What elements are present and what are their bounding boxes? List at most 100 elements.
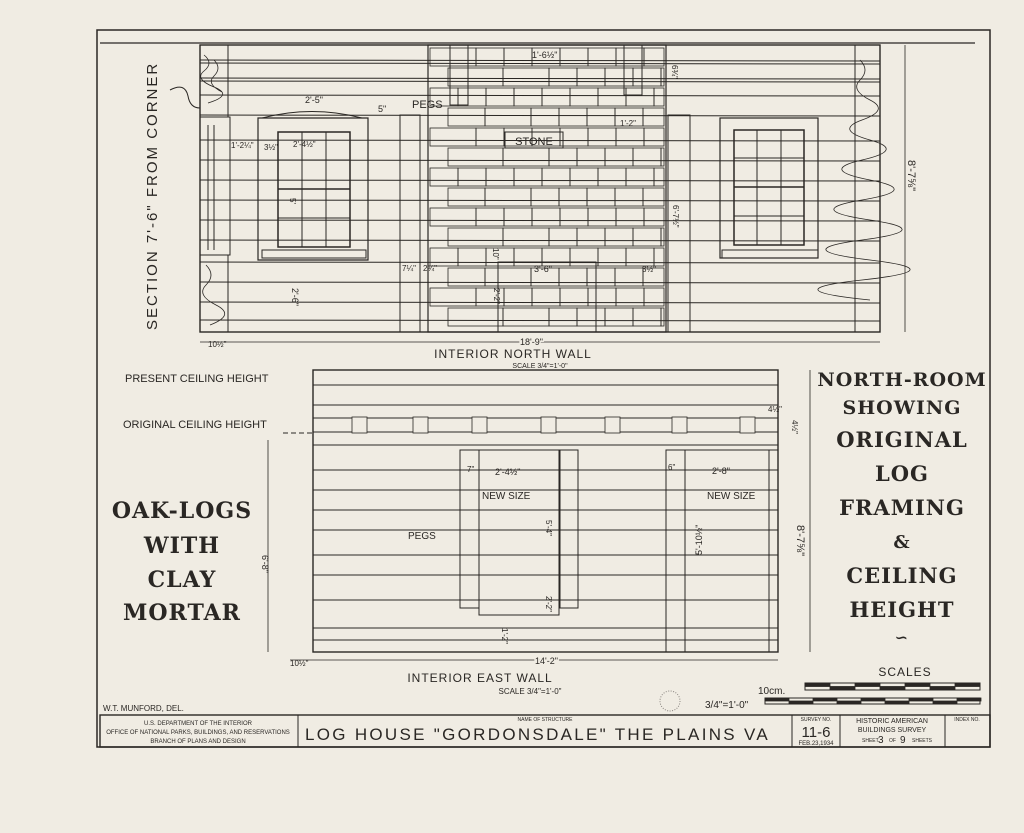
seal-icon — [659, 690, 681, 712]
stone — [558, 267, 588, 287]
stone — [632, 227, 662, 247]
stone — [502, 67, 550, 87]
stone — [559, 127, 589, 147]
stone — [429, 207, 477, 227]
svg-text:CEILING: CEILING — [846, 563, 957, 588]
scale-segment — [932, 700, 958, 705]
dim: 6'-8" — [260, 555, 270, 573]
stone — [475, 207, 505, 227]
stone — [632, 147, 662, 167]
dim: 2'-2" — [492, 288, 501, 304]
scale-segment — [884, 700, 910, 705]
log-line — [199, 301, 881, 304]
stone — [558, 107, 588, 127]
stone — [502, 227, 550, 247]
left-note: OAK-LOGS WITH CLAY MORTAR — [112, 498, 251, 626]
stone — [597, 87, 627, 107]
pegs-label: PEGS — [412, 99, 443, 111]
stone — [541, 87, 571, 107]
dim: 4½" — [768, 405, 782, 414]
scale-segment — [836, 700, 862, 705]
beam-end — [604, 416, 621, 434]
svg-text:SCALES: SCALES — [878, 665, 931, 679]
stone — [576, 307, 606, 327]
window-left — [257, 111, 369, 261]
beam-end — [412, 416, 429, 434]
original-ceiling-label: ORIGINAL CEILING HEIGHT — [123, 419, 267, 431]
stone — [586, 187, 616, 207]
dim: 7" — [467, 465, 474, 474]
svg-text:SHEET: SHEET — [862, 738, 879, 744]
stone — [576, 227, 606, 247]
stone — [457, 247, 487, 267]
svg-text:LOG: LOG — [875, 461, 929, 486]
stone — [447, 267, 486, 287]
stone — [587, 127, 617, 147]
svg-text:SHOWING: SHOWING — [842, 397, 961, 419]
pegs-label: PEGS — [408, 531, 436, 542]
stone — [643, 287, 665, 307]
scale-segment — [929, 686, 956, 691]
dim: 14'-2" — [535, 656, 558, 666]
stone — [586, 267, 616, 287]
stone — [586, 107, 616, 127]
dim: 2'-8" — [712, 466, 730, 476]
present-ceiling-label: PRESENT CEILING HEIGHT — [125, 373, 269, 385]
svg-text:SURVEY NO.: SURVEY NO. — [801, 717, 832, 723]
dim: 1'-6½" — [532, 50, 557, 60]
stone — [429, 287, 477, 307]
svg-text:BRANCH OF PLANS AND DESIGN: BRANCH OF PLANS AND DESIGN — [150, 739, 245, 745]
dim: 5' — [288, 198, 297, 204]
stone — [632, 307, 662, 327]
svg-text:OFFICE OF NATIONAL PARKS, BUIL: OFFICE OF NATIONAL PARKS, BUILDINGS, AND… — [106, 730, 290, 736]
svg-text:HISTORIC AMERICAN: HISTORIC AMERICAN — [856, 718, 928, 725]
dim: 10" — [491, 248, 500, 260]
stone — [587, 287, 617, 307]
stone — [597, 247, 627, 267]
stone — [604, 227, 634, 247]
stone — [615, 207, 645, 227]
beam-end — [471, 416, 488, 434]
svg-text:WITH: WITH — [143, 533, 220, 559]
svg-text:FEB.23,1934: FEB.23,1934 — [798, 741, 834, 747]
north-wall-title: INTERIOR NORTH WALL — [434, 347, 592, 361]
svg-text:NORTH-ROOM: NORTH-ROOM — [817, 369, 986, 391]
stone — [475, 127, 505, 147]
scale-segment — [804, 682, 831, 687]
stone — [642, 107, 665, 127]
dim: 1'-2" — [620, 119, 636, 128]
east-wall-scale: SCALE 3/4"=1'-0" — [498, 687, 561, 696]
north-wall-elevation: STONE 2'-5" 5" PEGS 1'-2¼" 3½" — [144, 44, 917, 370]
beam-end — [739, 416, 756, 434]
dim: 18'-9" — [520, 337, 543, 347]
stone — [541, 167, 571, 187]
stone — [604, 67, 634, 87]
log-line — [199, 319, 881, 322]
stone — [625, 87, 655, 107]
svg-text:3: 3 — [878, 735, 884, 746]
beam-end — [351, 416, 368, 434]
stone — [559, 287, 589, 307]
dim: 6'-7½" — [671, 205, 680, 228]
scale-segment — [879, 686, 906, 691]
stone — [625, 167, 655, 187]
north-wall-scale: SCALE 3/4"=1'-0" — [512, 363, 568, 370]
dim: 6¾" — [670, 65, 679, 79]
log-line — [199, 62, 881, 65]
scale-segment — [829, 686, 856, 691]
fireplace-opening — [497, 261, 597, 333]
stone — [484, 267, 532, 287]
scale-segment — [764, 697, 790, 702]
stone — [429, 127, 477, 147]
stone — [642, 187, 665, 207]
stone — [643, 207, 665, 227]
stone — [548, 147, 578, 167]
east-wall-title: INTERIOR EAST WALL — [407, 671, 552, 685]
stone — [569, 247, 599, 267]
stone — [576, 67, 606, 87]
svg-text:10cm.: 10cm. — [758, 686, 785, 697]
stone — [587, 207, 617, 227]
stone — [614, 267, 644, 287]
scale-segment — [954, 682, 981, 687]
scale-segment — [904, 682, 931, 687]
